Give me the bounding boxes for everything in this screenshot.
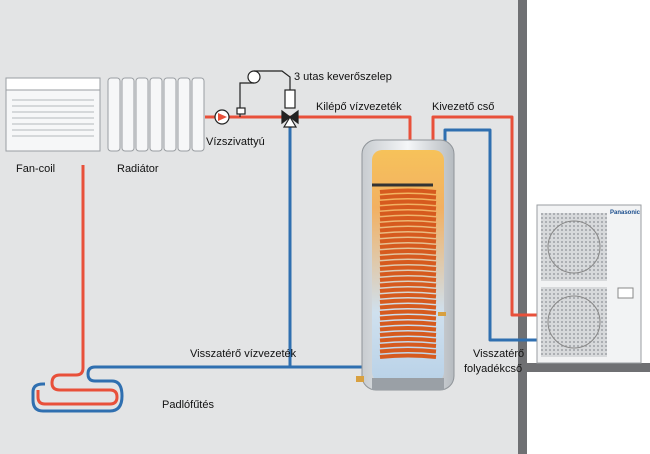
coil-turn — [379, 293, 437, 299]
return-refrigerant-label-line1: Visszatérő — [473, 348, 524, 360]
mixing-valve-label: 3 utas keverőszelep — [294, 71, 392, 83]
return-water-riser — [288, 125, 370, 369]
flow-pipe-to-tank — [290, 115, 412, 140]
coil-turn — [379, 304, 437, 310]
coil-turn — [379, 188, 437, 194]
coil-turn — [379, 348, 437, 354]
coil-turn — [379, 298, 437, 304]
fan-coil-unit — [5, 77, 101, 152]
radiator-unit — [107, 77, 205, 152]
fan-coil-label: Fan-coil — [16, 163, 55, 175]
coil-turn — [379, 282, 437, 288]
flow-pipe-label: Kilépő vízvezeték — [316, 101, 402, 113]
coil-turn — [379, 216, 437, 222]
coil-turn — [379, 353, 437, 359]
coil-turn — [379, 194, 437, 200]
pump — [214, 109, 230, 125]
return-water-pipe-label: Visszatérő vízvezeték — [190, 348, 297, 360]
coil-turn — [379, 342, 437, 348]
radiator-label: Radiátor — [117, 163, 159, 175]
coil-turn — [379, 249, 437, 255]
coil-turn — [379, 337, 437, 343]
coil-turn — [379, 265, 437, 271]
outlet-pipe-to-outdoor — [431, 115, 540, 317]
coil-turn — [379, 199, 437, 205]
outdoor-unit: Panasonic — [536, 204, 642, 364]
coil-turn — [379, 232, 437, 238]
wall-ground — [518, 363, 650, 372]
coil-turn — [379, 254, 437, 260]
coil-turn — [379, 309, 437, 315]
coil-turn — [379, 326, 437, 332]
coil-turn — [379, 271, 437, 277]
coil-turn — [379, 331, 437, 337]
coil-turn — [379, 260, 437, 266]
wall-vertical — [518, 0, 527, 454]
coil-turn — [379, 243, 437, 249]
coil-turn — [379, 210, 437, 216]
pipes — [81, 115, 540, 369]
mixing-valve — [236, 70, 299, 128]
return-refrigerant-label-line2: folyadékcső — [464, 363, 522, 375]
floor-heating-coil — [31, 362, 124, 413]
water-tank — [356, 139, 455, 391]
coil-turn — [379, 276, 437, 282]
coil-turn — [379, 320, 437, 326]
pump-label: Vízszivattyú — [206, 136, 265, 148]
coil-turn — [379, 287, 437, 293]
floor-heating-label: Padlófűtés — [162, 399, 214, 411]
tank-heating-coil — [379, 188, 437, 359]
coil-turn — [379, 227, 437, 233]
coil-turn — [379, 238, 437, 244]
outdoor-unit-brand: Panasonic — [610, 210, 641, 216]
coil-turn — [379, 205, 437, 211]
coil-turn — [379, 315, 437, 321]
outlet-pipe-label: Kivezető cső — [432, 101, 494, 113]
coil-turn — [379, 221, 437, 227]
